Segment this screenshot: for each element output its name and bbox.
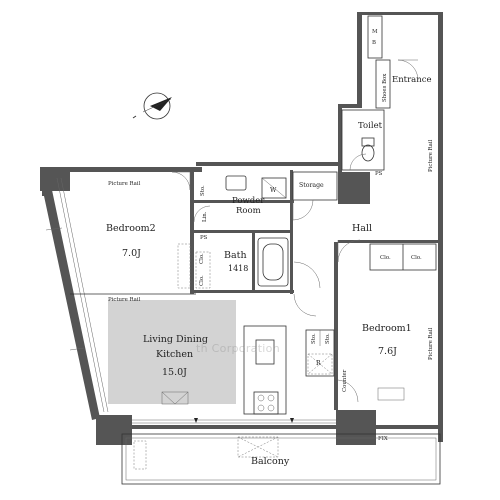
hall-label: Hall bbox=[352, 223, 372, 234]
door-swings bbox=[171, 59, 419, 403]
mb-label-m: M bbox=[372, 29, 378, 35]
picture-rail-mid-label: Picture Rail bbox=[108, 297, 141, 303]
fixtures bbox=[161, 137, 405, 423]
ldk-label-2: Kitchen bbox=[156, 349, 193, 360]
ldk-size-label: 15.0J bbox=[162, 367, 187, 378]
north-arrow-icon bbox=[132, 92, 172, 120]
picture-rail-right-a-label: Picture Rail bbox=[428, 139, 434, 172]
clo-small-b-label: Clo. bbox=[199, 275, 205, 286]
lin-label: Lin. bbox=[202, 211, 208, 222]
w-label: W bbox=[270, 187, 277, 194]
bath-label: Bath bbox=[224, 250, 247, 261]
bedroom2-size-label: 7.0J bbox=[122, 248, 141, 259]
bedroom1-label: Bedroom1 bbox=[362, 323, 412, 334]
powder-room-label-1: Powder bbox=[232, 196, 265, 206]
ps-top-label: PS bbox=[375, 171, 383, 177]
interior-walls bbox=[70, 15, 438, 415]
fix-label: FIX bbox=[378, 436, 388, 442]
balcony-label: Balcony bbox=[251, 456, 290, 467]
room-labels: M B Shoes Box Entrance Toilet PS PS Stor… bbox=[106, 29, 434, 467]
clo-small-a-label: Clo. bbox=[199, 253, 205, 264]
storage-label: Storage bbox=[299, 182, 324, 189]
ldk-floor-highlight bbox=[108, 300, 236, 404]
shoes-box-label: Shoes Box bbox=[382, 74, 388, 102]
powder-room-label-2: Room bbox=[236, 206, 261, 216]
entrance-label: Entrance bbox=[392, 75, 432, 85]
toilet-label: Toilet bbox=[358, 121, 383, 131]
picture-rail-top-label: Picture Rail bbox=[108, 181, 141, 187]
window-lines bbox=[45, 177, 336, 424]
ldk-label-1: Living Dining bbox=[143, 334, 208, 345]
sto-kitchen-a-label: Sto. bbox=[311, 333, 317, 344]
mb-label-b: B bbox=[372, 40, 376, 46]
picture-rail-right-b-label: Picture Rail bbox=[428, 327, 434, 360]
clo-b1-a-label: Clo. bbox=[380, 255, 391, 261]
sto-kitchen-b-label: Sto. bbox=[325, 333, 331, 344]
bedroom1-size-label: 7.6J bbox=[378, 346, 397, 357]
bath-size-label: 1418 bbox=[228, 264, 248, 273]
sto-upper-label: Sto. bbox=[200, 185, 206, 196]
ps-mid-label: PS bbox=[200, 235, 208, 241]
clo-b1-b-label: Clo. bbox=[411, 255, 422, 261]
balcony-area bbox=[121, 433, 441, 485]
bedroom2-label: Bedroom2 bbox=[106, 223, 156, 234]
counter-label: Counter bbox=[342, 369, 348, 392]
refrigerator-label: R bbox=[316, 360, 321, 367]
